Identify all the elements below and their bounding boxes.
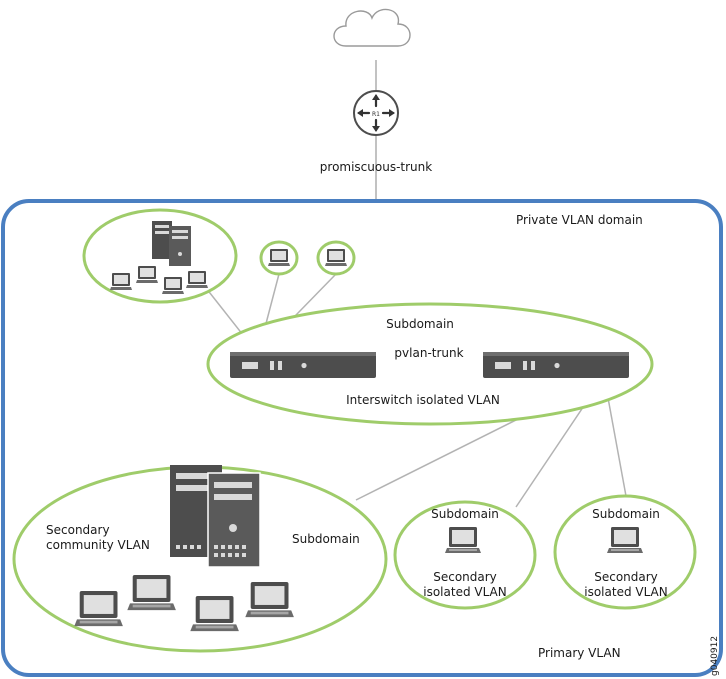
isolated-a-line2: isolated VLAN (423, 585, 507, 599)
laptop-icon (127, 575, 176, 611)
laptop-icon (74, 591, 123, 627)
figure-id: g040912 (710, 635, 720, 676)
interswitch-subdomain-ring (206, 302, 654, 426)
svg-text:R1: R1 (372, 111, 380, 118)
private-vlan-domain-label: Private VLAN domain (516, 213, 643, 227)
primary-vlan-label: Primary VLAN (538, 646, 621, 660)
server-icon (170, 465, 261, 568)
community-subdomain-label: Subdomain (292, 532, 360, 546)
subdomain-label: Subdomain (386, 317, 454, 331)
laptop-icon (186, 271, 208, 288)
switch-icon (483, 352, 629, 378)
isolated-b-line1: Secondary (594, 570, 658, 584)
isolated-a-line1: Secondary (433, 570, 497, 584)
router-icon: R1 (353, 90, 399, 136)
cloud-icon (333, 8, 411, 47)
isolated-b-line2: isolated VLAN (584, 585, 668, 599)
isolated-a-subdomain-label: Subdomain (431, 507, 499, 521)
laptop-icon (325, 249, 347, 266)
secondary-community-vlan-line2: community VLAN (46, 538, 150, 552)
laptop-icon (245, 582, 294, 618)
laptop-icon (268, 249, 290, 266)
pvlan-trunk-label: pvlan-trunk (392, 346, 466, 361)
laptop-icon (445, 527, 481, 553)
promiscuous-trunk-label: promiscuous-trunk (319, 160, 433, 174)
laptop-icon (136, 266, 158, 283)
laptop-icon (110, 273, 132, 290)
isolated-b-subdomain-label: Subdomain (592, 507, 660, 521)
laptop-icon (190, 596, 239, 632)
switch-icon (230, 352, 376, 378)
private-vlan-domain-border (1, 199, 723, 677)
secondary-community-vlan-line1: Secondary (46, 523, 110, 537)
laptop-icon (162, 277, 184, 294)
interswitch-isolated-vlan-label: Interswitch isolated VLAN (346, 393, 500, 407)
isolated-subdomain-ring-a (393, 500, 537, 610)
laptop-icon (607, 527, 643, 553)
server-icon (152, 221, 191, 266)
